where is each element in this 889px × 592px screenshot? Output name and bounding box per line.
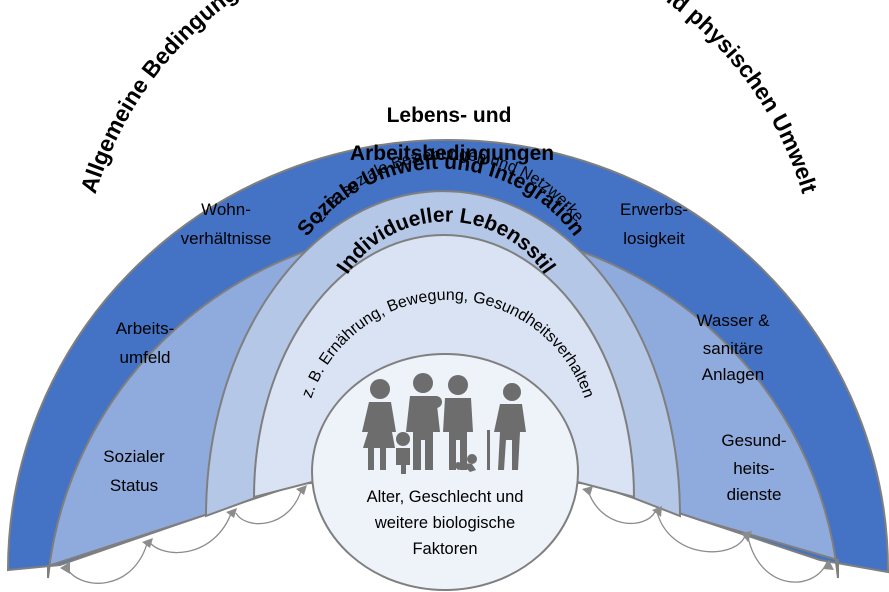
work-environment-label-line1: Arbeits- bbox=[116, 319, 175, 338]
core-label-line1: Alter, Geschlecht und bbox=[367, 488, 524, 506]
arrowheads-right bbox=[582, 486, 834, 570]
arrowheads-left bbox=[60, 485, 307, 574]
housing-label-line2: verhältnisse bbox=[181, 229, 272, 248]
water-sanitation-label-line1: Wasser & bbox=[696, 311, 770, 330]
work-environment-label-line2: umfeld bbox=[119, 348, 170, 367]
unemployment-label-line2: losigkeit bbox=[623, 229, 685, 248]
interaction-arrows-left bbox=[65, 487, 303, 584]
water-sanitation-label-line3: Anlagen bbox=[702, 365, 764, 384]
core-label-line3: Faktoren bbox=[412, 540, 477, 558]
social-status-label-line1: Sozialer bbox=[103, 447, 165, 466]
health-services-label-line1: Gesund- bbox=[721, 431, 786, 450]
core-label-line2: weitere biologische bbox=[374, 514, 515, 532]
family-group-icon bbox=[362, 373, 526, 474]
unemployment-label-line1: Erwerbs- bbox=[620, 200, 688, 219]
second-ring-title-line2: Arbeitsbedingungen bbox=[350, 142, 554, 165]
health-services-label-line3: dienste bbox=[727, 485, 782, 504]
housing-label-line1: Wohn- bbox=[201, 200, 251, 219]
second-ring-title-line1: Lebens- und bbox=[387, 104, 512, 127]
interaction-arrows-right bbox=[586, 487, 828, 583]
health-services-label-line2: heits- bbox=[733, 459, 775, 478]
social-status-label-line2: Status bbox=[110, 476, 158, 495]
water-sanitation-label-line2: sanitäre bbox=[703, 339, 763, 358]
